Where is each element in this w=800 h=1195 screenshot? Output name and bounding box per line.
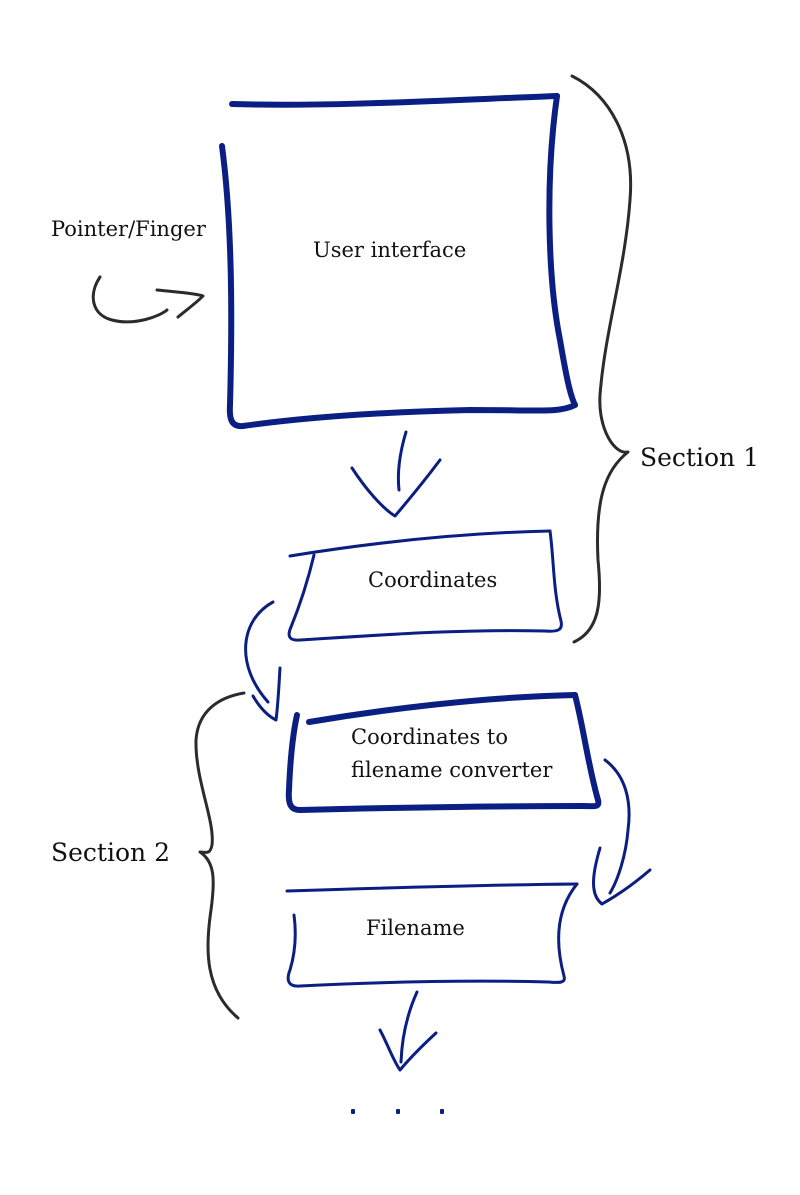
- section2-brace: [194, 691, 246, 1020]
- dot-3: [440, 1109, 444, 1114]
- converter-label-line1: Coordinates to: [351, 725, 508, 749]
- pointer-label: Pointer/Finger: [51, 217, 206, 241]
- section1-label: Section 1: [640, 443, 759, 472]
- coordinates-box: [287, 529, 563, 642]
- filename-box: [285, 882, 579, 988]
- dot-2: [396, 1109, 400, 1114]
- arrow-ui-to-coordinates: [350, 430, 442, 518]
- arrow-filename-to-dots: [378, 990, 438, 1072]
- user-interface-label: User interface: [313, 238, 467, 262]
- dot-1: [351, 1109, 355, 1114]
- arrow-coordinates-to-converter: [244, 600, 282, 722]
- section1-brace: [570, 74, 633, 644]
- section2-label: Section 2: [51, 838, 170, 867]
- user-interface-box: [219, 93, 578, 430]
- arrow-converter-to-filename: [592, 758, 652, 906]
- filename-label: Filename: [366, 916, 465, 940]
- converter-label-line2: filename converter: [351, 758, 553, 782]
- converter-box: [285, 692, 602, 813]
- coordinates-label: Coordinates: [368, 568, 498, 592]
- pointer-arrow: [91, 275, 205, 324]
